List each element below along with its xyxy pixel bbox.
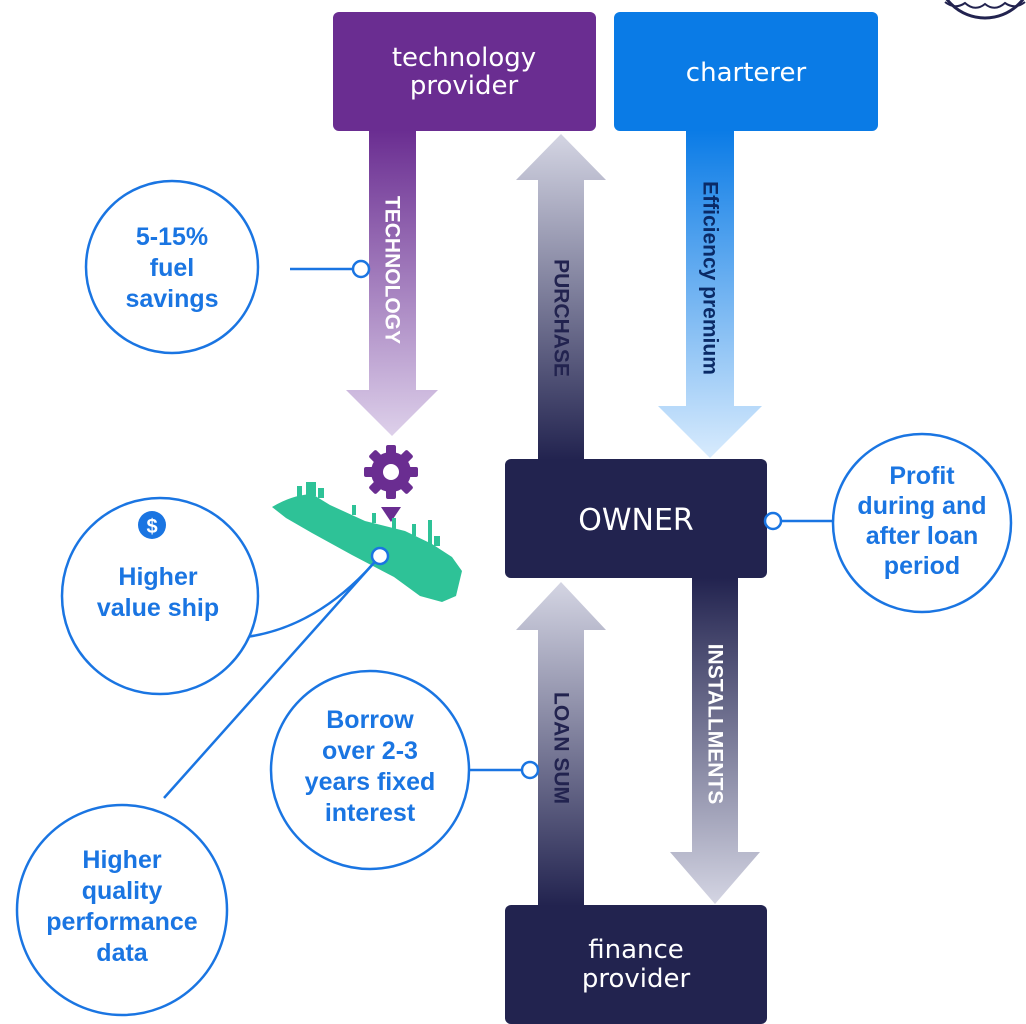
dollar-glyph: $: [146, 516, 157, 538]
loan-sum-arrow-label: LOAN SUM: [550, 692, 573, 804]
ship-icon: [272, 482, 462, 602]
fuel-savings-bubble: 5-15% fuel savings: [84, 179, 260, 355]
borrow-line-3: years fixed: [305, 768, 436, 796]
triangle-down-icon: [381, 507, 401, 522]
profit-bubble: Profit during and after loan period: [831, 432, 1013, 614]
higher-value-ship-line-1: Higher: [118, 563, 197, 591]
higher-value-ship-bubble: $ Higher value ship: [60, 496, 260, 696]
technology-arrow-label: TECHNOLOGY: [381, 196, 404, 344]
performance-data-line-3: performance: [46, 908, 198, 936]
fuel-savings-line-2: fuel: [150, 254, 194, 282]
profit-line-2: during and: [857, 492, 986, 520]
profit-line-4: period: [884, 552, 960, 580]
performance-data-line-1: Higher: [82, 846, 161, 874]
corner-emblem: [944, 0, 1026, 20]
finance-provider-label-line-1: finance: [588, 935, 684, 965]
performance-data-bubble: Higher quality performance data: [15, 803, 229, 1017]
performance-data-line-4: data: [96, 939, 149, 967]
loan-sum-arrow: LOAN SUM: [516, 582, 606, 906]
finance-provider-box: finance provider: [505, 905, 767, 1024]
connectors: [163, 267, 834, 799]
gear-icon: [364, 445, 418, 499]
connector-dots: [351, 259, 783, 780]
technology-provider-label-line-2: provider: [410, 71, 519, 101]
performance-data-line-2: quality: [82, 877, 163, 905]
borrow-line-4: interest: [325, 799, 416, 827]
purchase-arrow: PURCHASE: [516, 134, 606, 460]
fuel-savings-line-3: savings: [125, 285, 218, 313]
efficiency-premium-arrow-label: Efficiency premium: [699, 181, 722, 375]
owner-label: OWNER: [578, 503, 694, 538]
profit-line-1: Profit: [889, 462, 955, 490]
dollar-icon: $: [138, 511, 166, 539]
owner-box: OWNER: [505, 459, 767, 578]
borrow-line-1: Borrow: [326, 706, 414, 734]
finance-provider-label-line-2: provider: [582, 964, 691, 994]
fuel-savings-line-1: 5-15%: [136, 223, 208, 251]
charterer-label: charterer: [686, 58, 807, 88]
borrow-bubble: Borrow over 2-3 years fixed interest: [269, 669, 471, 871]
installments-arrow: INSTALLMENTS: [670, 578, 760, 904]
purchase-arrow-label: PURCHASE: [550, 259, 573, 377]
efficiency-premium-arrow: Efficiency premium: [658, 130, 762, 458]
charterer-box: charterer: [614, 12, 878, 131]
profit-line-3: after loan: [866, 522, 979, 550]
higher-value-ship-line-2: value ship: [97, 594, 219, 622]
technology-provider-label-line-1: technology: [392, 43, 536, 73]
borrow-line-2: over 2-3: [322, 737, 418, 765]
technology-provider-box: technology provider: [333, 12, 596, 131]
installments-arrow-label: INSTALLMENTS: [704, 644, 727, 805]
technology-arrow: TECHNOLOGY: [346, 130, 438, 436]
